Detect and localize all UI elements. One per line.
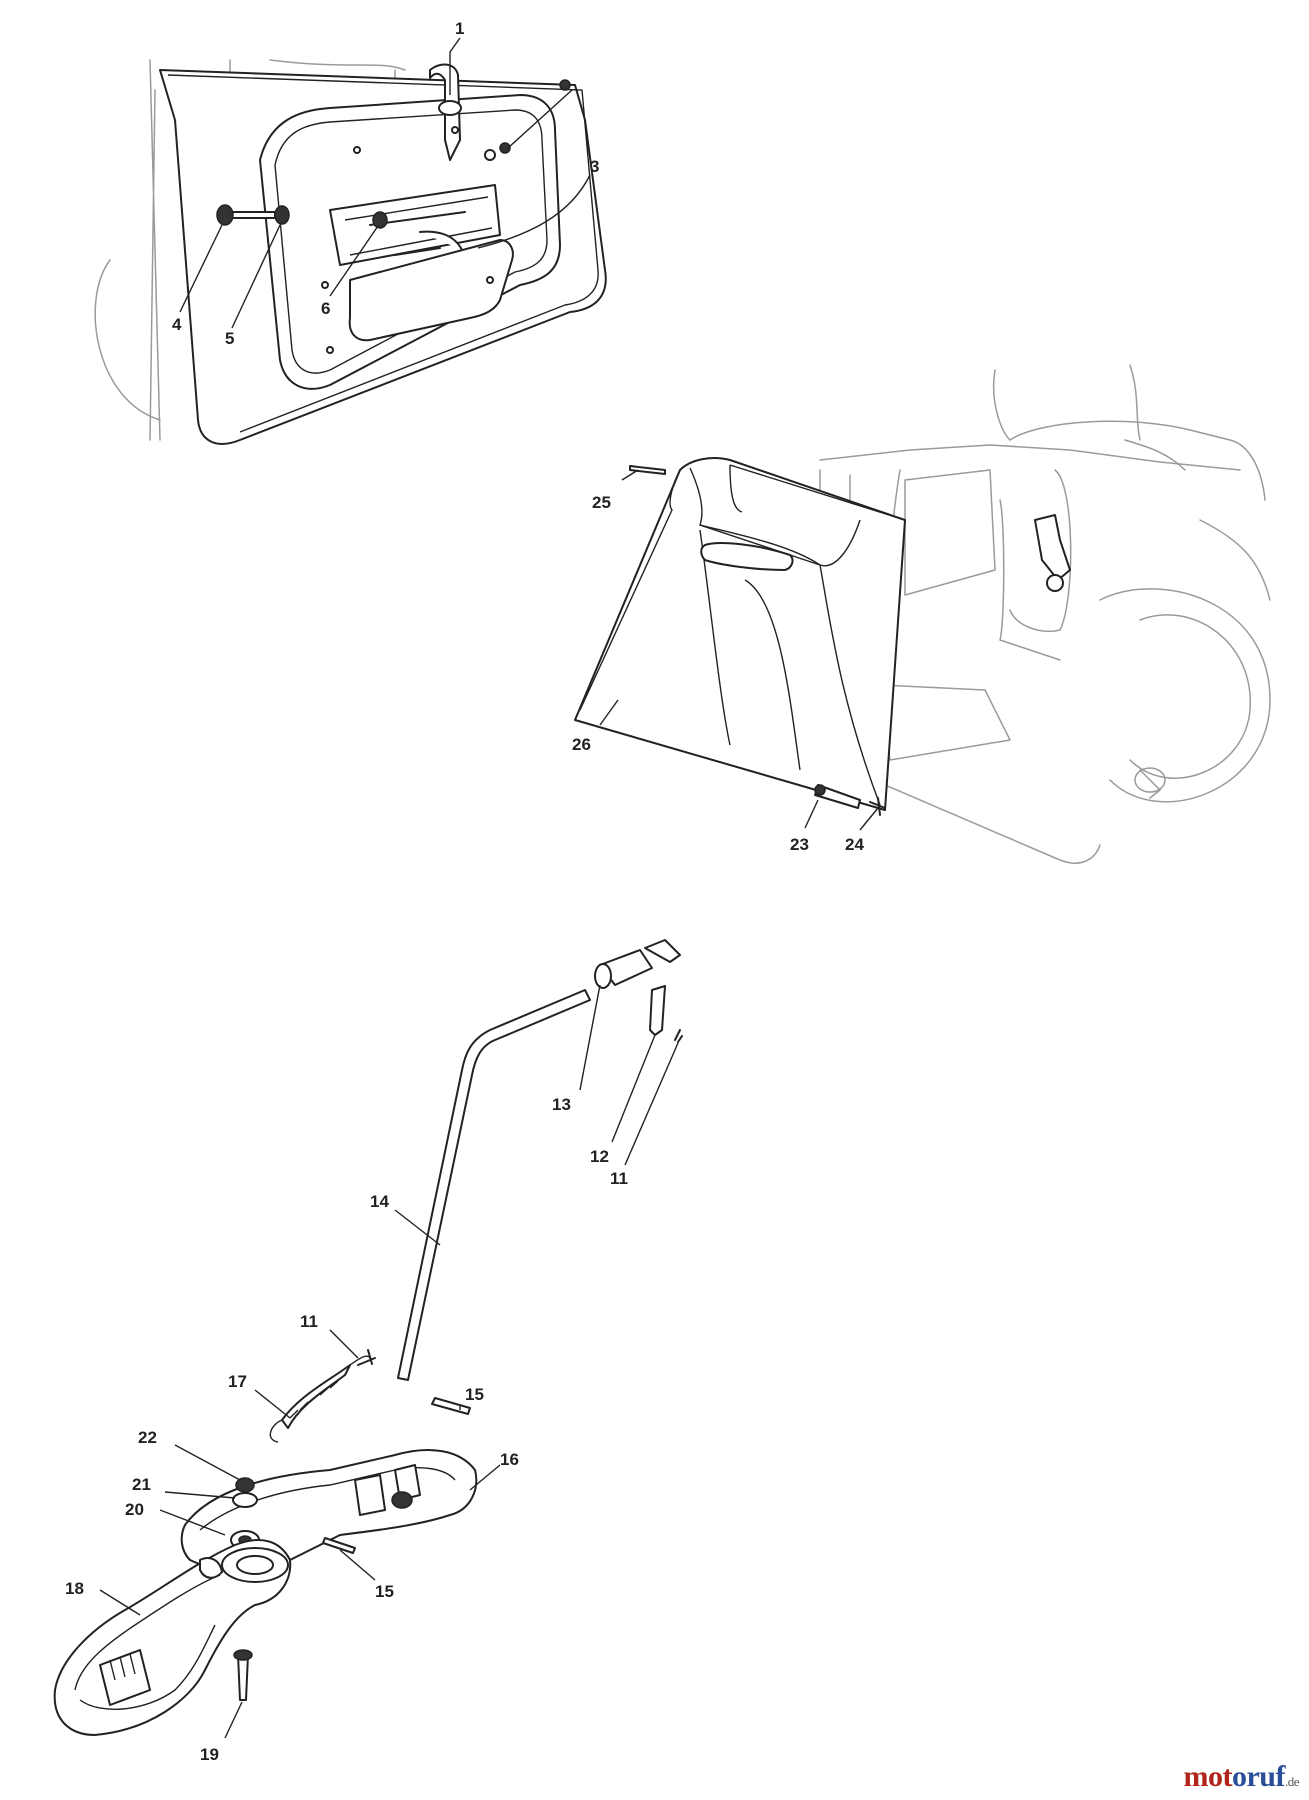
callout-23: 23 [790,835,809,854]
leader-lines-bottom [99,984,679,1739]
callout-14: 14 [370,1192,389,1211]
callout-13: 13 [552,1095,571,1114]
callout-16: 16 [500,1450,519,1469]
callout-15-top: 15 [465,1385,484,1404]
callout-11-top: 11 [610,1169,628,1188]
callout-15-bottom: 15 [375,1582,394,1601]
watermark-tld: .de [1284,1774,1300,1789]
leader-lines-middle [599,469,879,831]
watermark-part-a: mot [1183,1760,1232,1793]
callout-26: 26 [572,735,591,754]
lever-pedal-assembly [53,939,683,1736]
callout-20: 20 [125,1500,144,1519]
callout-21: 21 [132,1475,151,1494]
rear-door-assembly [94,59,607,445]
rear-deflector-assembly [574,364,1271,864]
motoruf-watermark-logo: motoruf.de [1183,1760,1299,1794]
callout-18: 18 [65,1579,84,1598]
callout-12: 12 [590,1147,609,1166]
callout-24: 24 [845,835,864,854]
callout-3: 3 [590,157,599,176]
callout-6: 6 [321,299,330,318]
callout-11-mid: 11 [300,1312,318,1331]
callout-17: 17 [228,1372,247,1391]
watermark-part-b: oruf [1231,1760,1286,1793]
callout-25: 25 [592,493,611,512]
callout-5: 5 [225,329,234,348]
leader-lines-top [179,37,591,329]
callout-1: 1 [455,19,464,38]
callout-22: 22 [138,1428,157,1447]
callout-labels: 1 3 4 5 6 25 26 23 24 13 12 11 14 11 17 … [65,19,864,1764]
callout-4: 4 [172,315,182,334]
callout-19: 19 [200,1745,219,1764]
